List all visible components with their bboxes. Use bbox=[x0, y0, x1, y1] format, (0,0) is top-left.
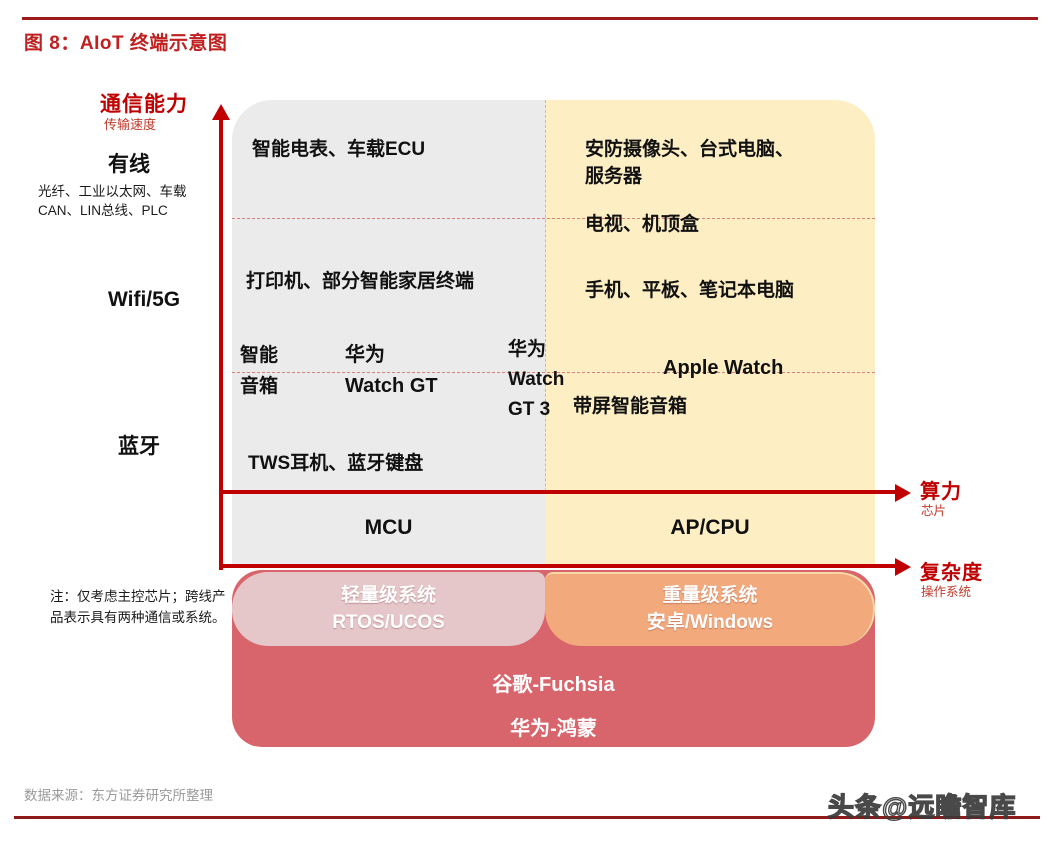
y-axis-subtitle: 传输速度 bbox=[104, 117, 157, 132]
divider-wired-wifi bbox=[232, 218, 875, 219]
y-axis-line bbox=[219, 118, 223, 570]
os-heavy-label: 重量级系统安卓/Windows bbox=[646, 585, 774, 633]
x-axis-arrow-compute-icon bbox=[895, 484, 911, 502]
os-light-panel bbox=[232, 572, 545, 646]
chip-row-right-bg bbox=[545, 494, 875, 564]
y-tick-wired-desc: 光纤、工业以太网、车载CAN、LIN总线、PLC bbox=[38, 184, 187, 218]
item-smart-speaker: 智能音箱 bbox=[240, 345, 279, 397]
watermark: 头条@远瞻智库 bbox=[827, 791, 1017, 822]
panel-apcpu-quadrant bbox=[545, 100, 875, 566]
x-axis-label-compute: 算力 bbox=[920, 481, 962, 503]
top-divider bbox=[22, 17, 1038, 20]
x-axis-sublabel-complexity: 操作系统 bbox=[921, 585, 972, 599]
page-title: 图 8：AIoT 终端示意图 bbox=[24, 33, 228, 54]
os-heavy-panel bbox=[545, 572, 875, 646]
x-axis-label-complexity: 复杂度 bbox=[920, 562, 983, 584]
figure-note: 注：仅考虑主控芯片；跨线产品表示具有两种通信或系统。 bbox=[50, 589, 226, 625]
os-fuchsia-label: 谷歌-Fuchsia bbox=[492, 674, 615, 696]
item-tv-settopbox: 电视、机顶盒 bbox=[585, 214, 700, 235]
x-axis-line-complexity bbox=[219, 564, 897, 568]
chip-label-mcu: MCU bbox=[364, 516, 413, 539]
item-apple-watch: Apple Watch bbox=[663, 357, 784, 379]
y-axis-title: 通信能力 bbox=[100, 93, 188, 116]
y-tick-bluetooth: 蓝牙 bbox=[118, 435, 160, 458]
source-note: 数据来源：东方证券研究所整理 bbox=[24, 788, 213, 803]
divider-mcu-apcpu bbox=[545, 100, 546, 566]
x-axis-arrow-complexity-icon bbox=[895, 558, 911, 576]
item-tws-earphone-keyboard: TWS耳机、蓝牙键盘 bbox=[248, 453, 424, 474]
os-harmony-label: 华为-鸿蒙 bbox=[510, 718, 597, 740]
x-axis-line-compute bbox=[219, 490, 897, 494]
bottom-divider bbox=[14, 816, 1040, 819]
item-printer-smarthome: 打印机、部分智能家居终端 bbox=[246, 271, 475, 292]
chip-label-apcpu: AP/CPU bbox=[670, 516, 750, 539]
item-screen-smart-speaker: 带屏智能音箱 bbox=[573, 396, 688, 417]
divider-wifi-bluetooth bbox=[232, 372, 875, 373]
y-axis-arrow-icon bbox=[212, 104, 230, 120]
item-camera-desktop-server: 安防摄像头、台式电脑、服务器 bbox=[585, 139, 795, 187]
item-smart-meter-ecu: 智能电表、车载ECU bbox=[252, 139, 426, 160]
x-axis-sublabel-compute: 芯片 bbox=[921, 504, 947, 518]
y-tick-wired: 有线 bbox=[108, 153, 150, 176]
y-tick-wifi5g: Wifi/5G bbox=[108, 288, 181, 311]
panel-mcu-quadrant bbox=[232, 100, 545, 566]
chip-row-left-bg bbox=[232, 494, 545, 564]
item-phone-tablet-laptop: 手机、平板、笔记本电脑 bbox=[585, 280, 795, 301]
